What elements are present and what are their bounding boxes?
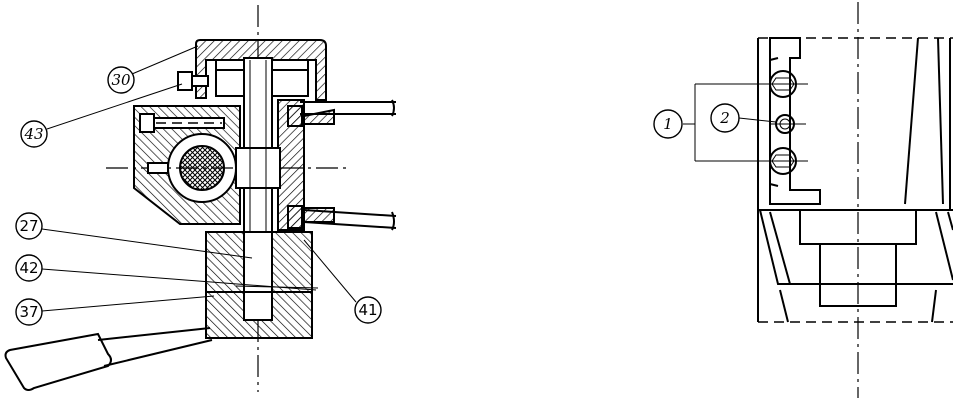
- callout-30-label: 30: [111, 71, 131, 89]
- plate-chamfers: [769, 57, 779, 187]
- base-step: [799, 210, 917, 245]
- base-lower-edges: [779, 289, 937, 323]
- callout-43-label: 43: [23, 125, 43, 143]
- callout-27-label: 27: [19, 217, 38, 235]
- callout-43: 43: [20, 120, 48, 148]
- handle-grip: [4, 332, 112, 391]
- bushing-lower: [287, 205, 303, 229]
- callout-41-label: 41: [358, 301, 377, 319]
- taper-right: [937, 37, 944, 205]
- hole-plate: [769, 37, 821, 205]
- lower-arm: [303, 209, 397, 229]
- base-right-bevel: [935, 211, 953, 281]
- spindle-collar: [235, 147, 281, 189]
- set-screw-shank: [191, 75, 209, 87]
- bushing-upper: [287, 105, 303, 127]
- callout-30: 30: [107, 66, 135, 94]
- right-leaders: [683, 83, 777, 162]
- callout-42: 42: [15, 254, 43, 282]
- callout-42-label: 42: [19, 259, 38, 277]
- base-stem: [819, 244, 897, 307]
- housing-lug-upper: [303, 108, 335, 125]
- callout-37: 37: [15, 298, 43, 326]
- top-cap: [195, 39, 327, 101]
- lower-arm-break: [391, 211, 395, 231]
- bolt-head: [139, 113, 155, 133]
- upper-arm: [300, 101, 396, 115]
- left-leaders: [41, 45, 357, 312]
- set-screw-head: [177, 71, 193, 91]
- callout-2: 2: [710, 103, 740, 133]
- callout-1-label: 1: [663, 115, 673, 133]
- taper-left: [904, 37, 919, 205]
- callout-37-label: 37: [19, 303, 38, 321]
- pin-stub: [147, 162, 169, 174]
- base-outline: [758, 209, 953, 285]
- callout-27: 27: [15, 212, 43, 240]
- handle-shank: [97, 327, 213, 367]
- lower-bore: [243, 231, 273, 321]
- upper-arm-break: [391, 99, 395, 117]
- callout-1: 1: [653, 109, 683, 139]
- right-outline-view: [757, 2, 953, 398]
- callout-2-label: 2: [719, 109, 730, 127]
- left-section-view: [4, 5, 397, 392]
- callout-41: 41: [354, 296, 382, 324]
